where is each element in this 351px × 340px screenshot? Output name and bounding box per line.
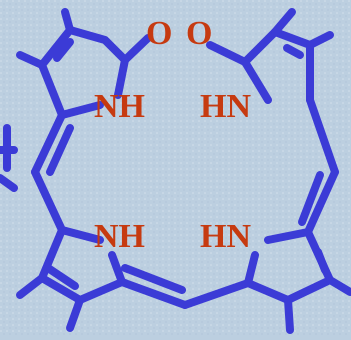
atom-labels: O O NH HN NH HN [94,15,251,255]
oxygen-label-right: O [186,15,212,52]
pyrrolinone-ring-top-right [206,8,334,104]
pyrrole-ring-bottom-right [244,228,351,334]
pyrrolinone-ring-top-left [16,8,152,119]
nh-label-bottom-left: NH [94,218,145,255]
oxygen-label-left: O [146,15,172,52]
hn-label-bottom-right: HN [200,218,251,255]
nh-label-top-left: NH [94,88,145,125]
meso-bridges [31,96,339,309]
left-side-substituent [0,124,18,192]
hn-label-top-right: HN [200,88,251,125]
bond-skeleton [0,8,351,334]
pyrrole-ring-bottom-left [16,226,126,332]
